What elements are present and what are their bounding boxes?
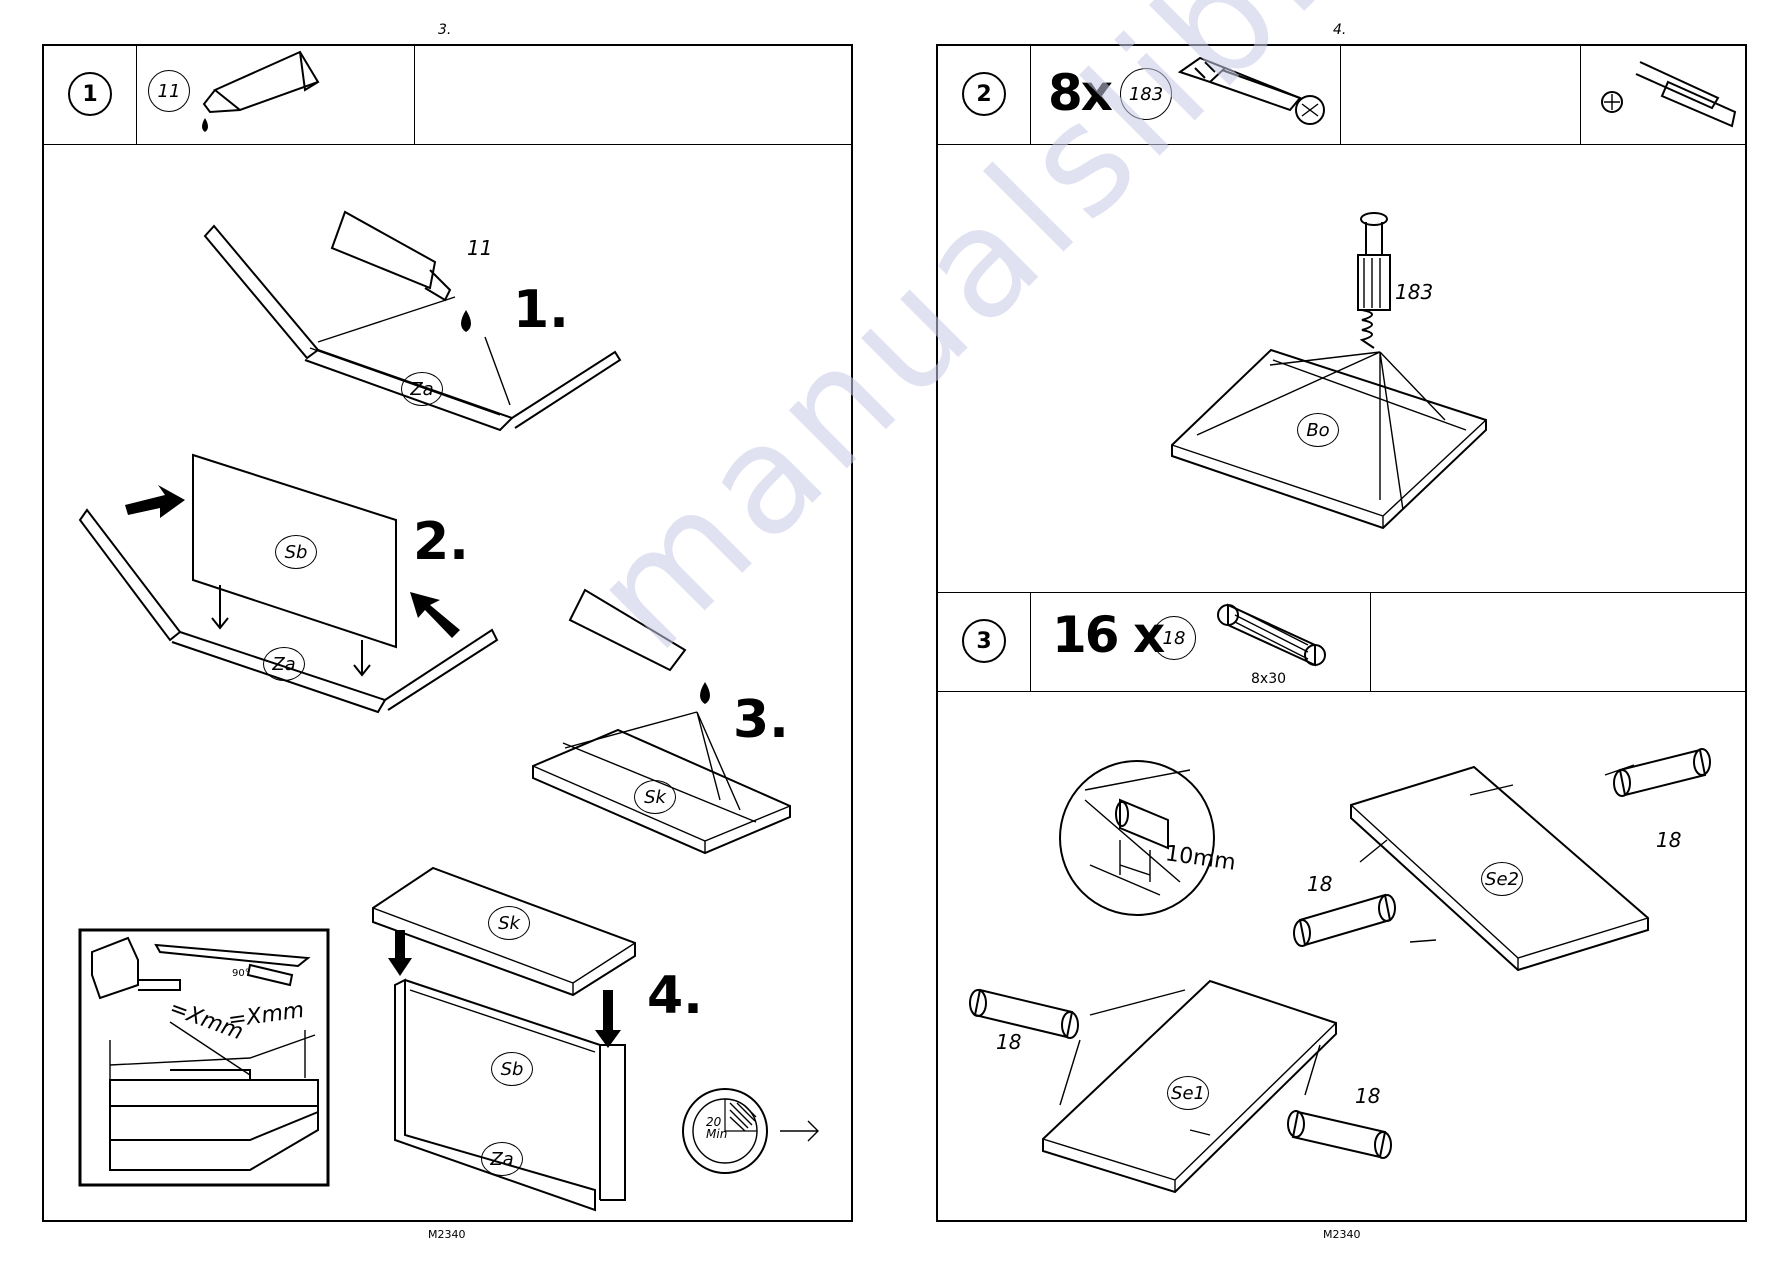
- part-se2-label: Se2: [1481, 862, 1523, 896]
- step2-3-panel: 2 8x 183 3 16 x 18 8x30: [936, 44, 1747, 1222]
- part-za-label: Za: [401, 372, 443, 406]
- timer-label: 20 Min: [706, 1116, 727, 1140]
- step2-header: [938, 46, 1745, 145]
- part-number-circle: 183: [1120, 68, 1172, 120]
- part-se1-label: Se1: [1167, 1076, 1209, 1110]
- timer-unit: Min: [706, 1127, 728, 1141]
- step-number: 3: [962, 619, 1006, 663]
- quantity-label: 8x: [1048, 64, 1113, 122]
- part-za-label: Za: [481, 1142, 523, 1176]
- part-sk-label: Sk: [634, 780, 676, 814]
- substep-4-label: 4.: [647, 966, 703, 1026]
- glue-tube-step3: [568, 588, 710, 704]
- step1-panel: 1 11: [42, 44, 853, 1222]
- cam-bolt-183: [1357, 212, 1391, 349]
- part-number-circle: 18: [1152, 616, 1196, 660]
- dowel-se1-bottom: [1287, 1110, 1392, 1159]
- part-sk-label: Sk: [488, 906, 530, 940]
- part-za-label: Za: [263, 647, 305, 681]
- step-number: 1: [68, 72, 112, 116]
- page-number-left: 3.: [438, 22, 452, 38]
- tape-measure-icon: [91, 936, 311, 1000]
- glue-tube-icon: [202, 50, 320, 132]
- dowel-depth-detail: [1059, 760, 1215, 916]
- glue-tube-step1: [330, 210, 471, 332]
- step3-header: [938, 592, 1745, 692]
- dowel-label: 18: [1307, 872, 1333, 896]
- measuring-inset: [78, 928, 330, 1187]
- part-bo-label: Bo: [1297, 413, 1339, 447]
- dowel-size-label: 8x30: [1251, 671, 1287, 687]
- dowel-se1-top: [969, 988, 1079, 1039]
- screwdriver-icon: [1601, 61, 1737, 128]
- glue-part-label: 11: [467, 236, 493, 260]
- substep-1-label: 1.: [513, 280, 569, 340]
- page-number-right: 4.: [1333, 22, 1347, 38]
- dowel-icon: [1217, 603, 1326, 667]
- substep-3-label: 3.: [733, 690, 789, 750]
- drawer-diagonal-check: [109, 1021, 319, 1171]
- part-183-label: 183: [1395, 280, 1434, 304]
- dowel-label: 18: [996, 1030, 1022, 1054]
- step-number: 2: [962, 72, 1006, 116]
- footer-left: M2340: [428, 1228, 466, 1241]
- footer-right: M2340: [1323, 1228, 1361, 1241]
- dowel-label: 18: [1355, 1084, 1381, 1108]
- dowel-se2-top: [1613, 748, 1711, 797]
- dowel-se2-bottom: [1293, 893, 1396, 947]
- substep-2-label: 2.: [413, 512, 469, 572]
- angle-label: 90°: [232, 968, 250, 979]
- cam-bolt-icon: [1177, 56, 1325, 125]
- timer-icon: [682, 1088, 819, 1174]
- timer-value: 20: [706, 1115, 722, 1129]
- quantity-label: 16 x: [1052, 606, 1165, 664]
- part-number-circle: 11: [148, 70, 190, 112]
- part-sb-label: Sb: [275, 535, 317, 569]
- step1-header: [44, 46, 851, 145]
- part-sb-label: Sb: [491, 1052, 533, 1086]
- dowel-label: 18: [1656, 828, 1682, 852]
